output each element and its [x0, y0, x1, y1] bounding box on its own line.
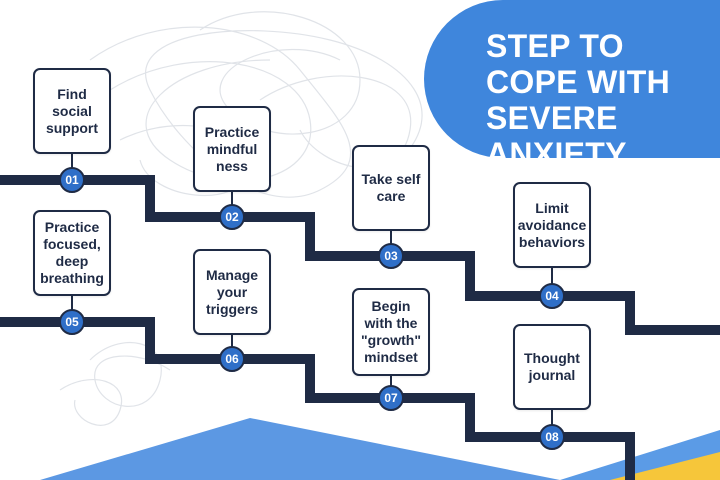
step-label: Find social support — [45, 85, 99, 136]
step-card-01: Find social support — [33, 68, 111, 154]
step-badge-05: 05 — [59, 309, 85, 335]
step-label: Take self care — [361, 171, 421, 204]
bottom-wedge-blue — [40, 418, 560, 480]
step-card-05: Practice focused, deep breathing — [33, 210, 111, 296]
page-title: STEP TO COPE WITH SEVERE ANXIETY — [486, 28, 671, 172]
step-badge-02: 02 — [219, 204, 245, 230]
step-label: Practice focused, deep breathing — [40, 219, 104, 286]
step-badge-07: 07 — [378, 385, 404, 411]
step-card-02: Practice mindful ness — [193, 106, 271, 192]
step-badge-03: 03 — [378, 243, 404, 269]
step-card-08: Thought journal — [513, 324, 591, 410]
stair-path-lower — [0, 317, 635, 480]
step-card-03: Take self care — [352, 145, 430, 231]
bottom-wedge-yellow — [610, 452, 720, 480]
step-badge-01: 01 — [59, 167, 85, 193]
step-card-06: Manage your triggers — [193, 249, 271, 335]
step-card-07: Begin with the "growth" mindset — [352, 288, 430, 376]
step-card-04: Limit avoidance behaviors — [513, 182, 591, 268]
step-label: Begin with the "growth" mindset — [361, 298, 421, 365]
step-label: Thought journal — [524, 350, 580, 383]
step-badge-08: 08 — [539, 424, 565, 450]
step-label: Manage your triggers — [205, 266, 259, 317]
step-label: Practice mindful ness — [204, 123, 260, 174]
step-badge-04: 04 — [539, 283, 565, 309]
title-banner — [424, 0, 720, 158]
step-label: Limit avoidance behaviors — [517, 199, 587, 250]
step-badge-06: 06 — [219, 346, 245, 372]
